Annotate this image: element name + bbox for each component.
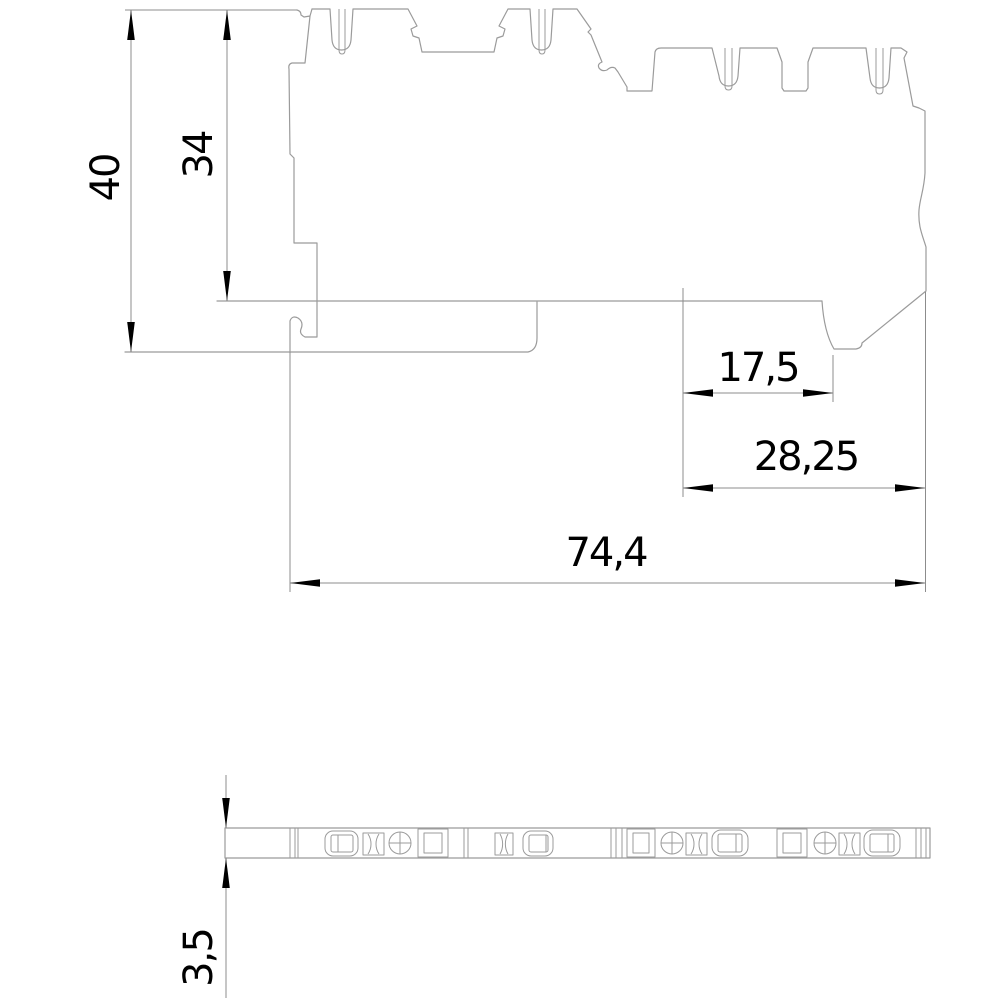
dim-label-upper-height: 34 xyxy=(176,131,222,178)
screw-cross xyxy=(661,832,683,854)
dim-label-right-span: 28,25 xyxy=(754,434,859,480)
opening-hourglass xyxy=(367,833,380,855)
arrowhead-up xyxy=(222,858,230,888)
opening-hourglass xyxy=(843,833,856,855)
opening-outline xyxy=(685,832,708,856)
dimension-overall-height: 40 xyxy=(83,10,135,352)
arrowhead-up xyxy=(223,10,231,40)
arrowhead-right xyxy=(895,484,925,492)
window-inner xyxy=(423,832,443,854)
clamp-port xyxy=(522,830,554,857)
arrowhead-left xyxy=(683,484,713,492)
window-outline xyxy=(417,828,449,858)
dim-label-overall-height: 40 xyxy=(83,155,129,202)
port-outline xyxy=(324,830,359,857)
arrowhead-right xyxy=(895,579,925,587)
dim-label-foot-offset: 17,5 xyxy=(717,345,798,391)
screw-head-symbol xyxy=(660,831,684,855)
window-inner xyxy=(632,832,650,854)
port-outline xyxy=(522,830,554,857)
arrowhead-up xyxy=(127,10,135,40)
port-inner xyxy=(717,833,743,853)
dimension-upper-height: 34 xyxy=(176,10,231,301)
dimension-base-thickness: 3,5 xyxy=(176,775,230,998)
release-opening xyxy=(362,832,385,856)
port-inner xyxy=(528,834,549,853)
screw-cross xyxy=(389,832,411,854)
window-outline xyxy=(626,828,656,858)
side-view-profile xyxy=(124,8,927,353)
port-inner xyxy=(869,833,895,853)
profile-bottom-flange xyxy=(124,301,538,353)
opening-hourglass xyxy=(499,833,509,855)
arrowhead-left xyxy=(290,579,320,587)
screw-head-symbol xyxy=(388,831,412,855)
dimension-right-span: 28,25 xyxy=(683,292,926,592)
profile-top-outline xyxy=(311,8,927,350)
clamp-port xyxy=(863,829,901,857)
clamp-port xyxy=(711,829,749,857)
strip-rib-lines xyxy=(289,828,927,858)
port-outline xyxy=(863,829,901,857)
opening-outline xyxy=(494,832,514,856)
arrowhead-left xyxy=(683,389,713,397)
dim-label-overall-width: 74,4 xyxy=(565,530,647,576)
clamp-port xyxy=(324,830,359,857)
screw-cross xyxy=(814,832,836,854)
profile-left-edge xyxy=(288,8,318,353)
bottom-view-strip xyxy=(224,827,931,859)
square-window xyxy=(626,828,656,858)
slot-grooves xyxy=(338,9,884,95)
dim-label-base-thickness: 3,5 xyxy=(176,929,222,987)
strip-outline xyxy=(224,827,931,859)
screw-head-symbol xyxy=(813,831,837,855)
opening-outline xyxy=(838,832,861,856)
arrowhead-down xyxy=(127,322,135,352)
port-outline xyxy=(711,829,749,857)
arrowhead-down xyxy=(223,271,231,301)
opening-outline xyxy=(362,832,385,856)
window-outline xyxy=(776,828,808,858)
opening-hourglass xyxy=(690,833,703,855)
release-opening xyxy=(685,832,708,856)
port-inner xyxy=(330,834,354,853)
square-window xyxy=(776,828,808,858)
dimension-foot-offset: 17,5 xyxy=(682,288,834,497)
release-opening xyxy=(494,832,514,856)
arrowhead-down xyxy=(222,798,230,828)
dimension-overall-width: 74,4 xyxy=(289,352,925,592)
window-inner xyxy=(782,832,802,854)
square-window xyxy=(417,828,449,858)
arrowhead-right xyxy=(803,389,833,397)
release-opening xyxy=(838,832,861,856)
